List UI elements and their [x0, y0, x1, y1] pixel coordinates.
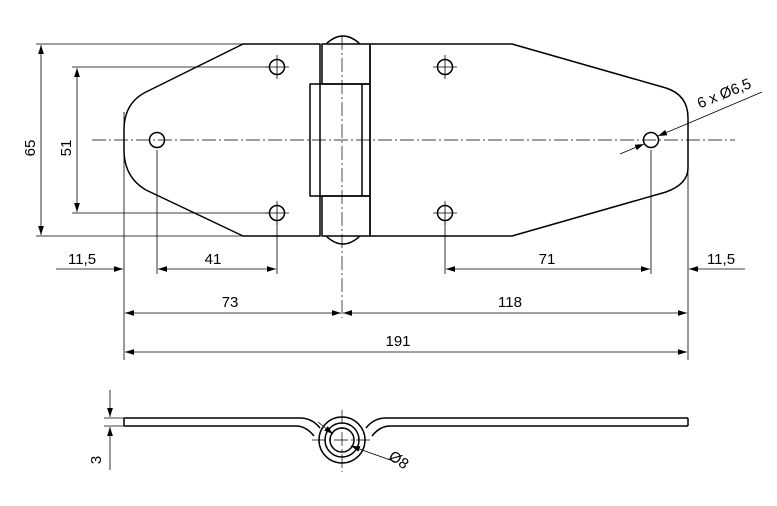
hole-spacing-vertical-label: 51 [58, 140, 75, 157]
right-leaf-length-label: 118 [498, 294, 522, 311]
side-profile-outline-right [365, 417, 688, 437]
pin-diameter-label: Ø8 [386, 448, 412, 473]
left-edge-offset-label: 11,5 [68, 251, 96, 268]
thickness-label: 3 [88, 456, 105, 464]
right-leaf-outline [369, 43, 689, 237]
right-edge-offset-label: 11,5 [707, 251, 735, 268]
holes-callout: 6 x Ø6,5 [619, 75, 763, 155]
extension-lines [123, 112, 689, 360]
left-hole-spacing-label: 41 [205, 251, 222, 268]
knuckle-top-cap [325, 35, 361, 45]
hinge-side-view [123, 410, 689, 472]
height-total-label: 65 [22, 140, 39, 157]
left-leaf-length-label: 73 [222, 294, 239, 311]
knuckle-bottom [321, 195, 371, 237]
dimension-thickness: 3 [88, 390, 124, 470]
knuckle-top [321, 43, 371, 85]
knuckle-bottom-cap [325, 235, 361, 245]
right-hole-spacing-label: 71 [539, 251, 556, 268]
side-profile-outline [124, 417, 321, 437]
hinge-top-view [92, 35, 735, 318]
holes-callout-label: 6 x Ø6,5 [695, 75, 754, 112]
dimension-height: 65 [22, 43, 243, 237]
dimension-row-1: 11,5 41 71 11,5 [56, 251, 745, 272]
overall-length-label: 191 [385, 333, 410, 350]
dimension-row-3: 191 [125, 333, 687, 355]
dimension-row-2: 73 118 [125, 294, 687, 316]
dimension-hole-spacing-vertical: 51 [58, 66, 270, 214]
